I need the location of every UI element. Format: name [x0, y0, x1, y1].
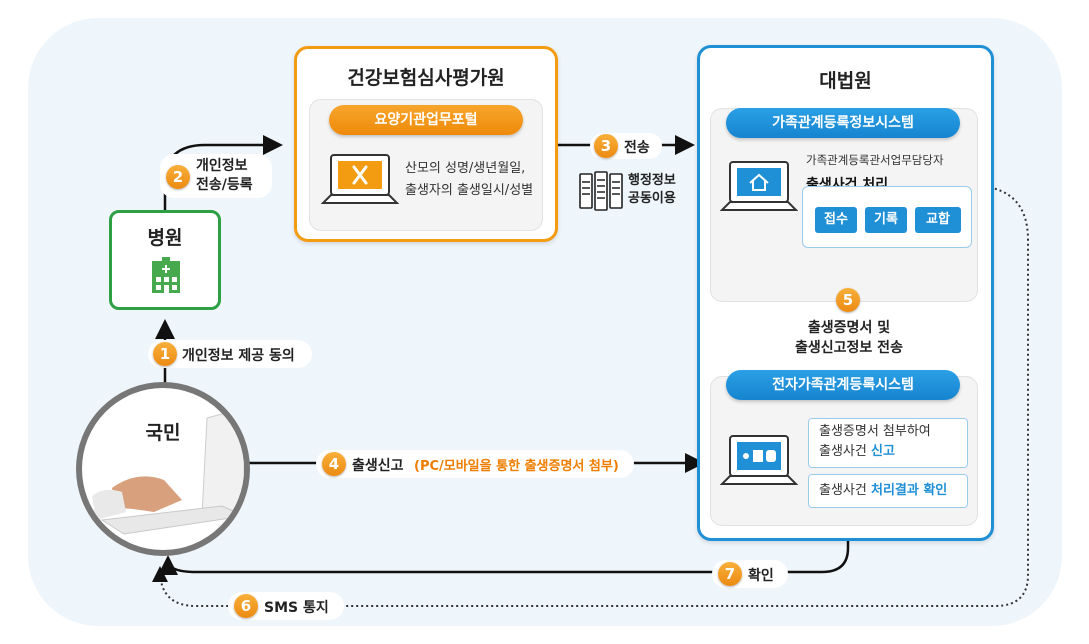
confirm-highlight: 처리결과 확인 — [870, 483, 948, 498]
admin-line1: 행정정보 — [628, 173, 676, 188]
step3-number: 3 — [594, 134, 618, 158]
step5-line2: 출생신고정보 전송 — [795, 340, 903, 356]
hira-desc-line1: 산모의 성명/생년월일, — [405, 161, 526, 176]
court-title: 대법원 — [819, 70, 872, 92]
citizen-title: 국민 — [145, 422, 181, 444]
hospital-box: 병원 — [109, 210, 221, 310]
verify-button[interactable]: 교합 — [915, 207, 961, 233]
family-system-card: 가족관계등록정보시스템 가족관계등록관서업무담당자 출생사건 처리 접수 기록 … — [710, 108, 978, 302]
e-system-pill: 전자가족관계등록시스템 — [726, 370, 960, 400]
step4-label: 출생신고 — [352, 458, 404, 474]
step5-number: 5 — [836, 288, 860, 312]
hira-desc-line2: 출생자의 출생일시/성별 — [405, 183, 534, 198]
hira-portal-card: 요양기관업무포털 산모의 성명/생년월일, 출생자의 출생일시/성별 — [309, 99, 543, 231]
step4-chip — [316, 450, 634, 478]
hira-box: 건강보험심사평가원 요양기관업무포털 산모의 성명/생년월일, 출생자의 출생일… — [294, 46, 558, 242]
portal-pill: 요양기관업무포털 — [329, 105, 523, 135]
confirm-card: 출생사건 처리결과 확인 — [808, 474, 968, 508]
step2-line2: 전송/등록 — [196, 177, 253, 193]
step5-line1: 출생증명서 및 — [807, 320, 891, 336]
family-system-pill: 가족관계등록정보시스템 — [726, 108, 960, 138]
step7-label: 확인 — [748, 568, 774, 584]
report-line2: 출생사건 신고 — [819, 444, 895, 459]
step6-number: 6 — [234, 594, 258, 618]
report-highlight: 신고 — [870, 444, 895, 459]
step5-chip — [774, 316, 924, 360]
step2-line1: 개인정보 — [196, 158, 248, 174]
step4-highlight: (PC/모바일을 통한 출생증명서 첨부) — [414, 459, 619, 474]
laptop-tools-icon — [321, 154, 399, 204]
step4-number: 4 — [322, 452, 346, 476]
record-button[interactable]: 기록 — [865, 207, 907, 233]
hira-title: 건강보험심사평가원 — [347, 67, 505, 89]
process-button-group: 접수 기록 교합 — [802, 186, 972, 248]
receive-button[interactable]: 접수 — [815, 207, 857, 233]
step6-label: SMS 통지 — [264, 600, 329, 616]
step7-number: 7 — [718, 562, 742, 586]
laptop-document-icon — [720, 435, 798, 485]
laptop-home-icon — [720, 161, 798, 211]
server-icon — [579, 171, 623, 211]
step1-label: 개인정보 제공 동의 — [182, 348, 295, 364]
hospital-title: 병원 — [147, 227, 183, 249]
admin-line2: 공동이용 — [628, 191, 676, 206]
step3-label: 전송 — [624, 140, 650, 156]
step2-number: 2 — [166, 165, 190, 189]
step1-number: 1 — [153, 342, 177, 366]
confirm-line: 출생사건 처리결과 확인 — [819, 483, 948, 498]
e-system-card: 전자가족관계등록시스템 출생증명서 첨부하여 출생사건 신고 출생사건 처리결과… — [710, 370, 978, 526]
laptop-typing-icon — [92, 408, 244, 535]
report-card: 출생증명서 첨부하여 출생사건 신고 — [808, 418, 968, 468]
officer-label: 가족관계등록관서업무담당자 — [806, 153, 944, 167]
report-line1: 출생증명서 첨부하여 — [819, 424, 931, 439]
hospital-building-icon — [152, 257, 180, 293]
citizen-circle: 국민 — [76, 382, 250, 556]
